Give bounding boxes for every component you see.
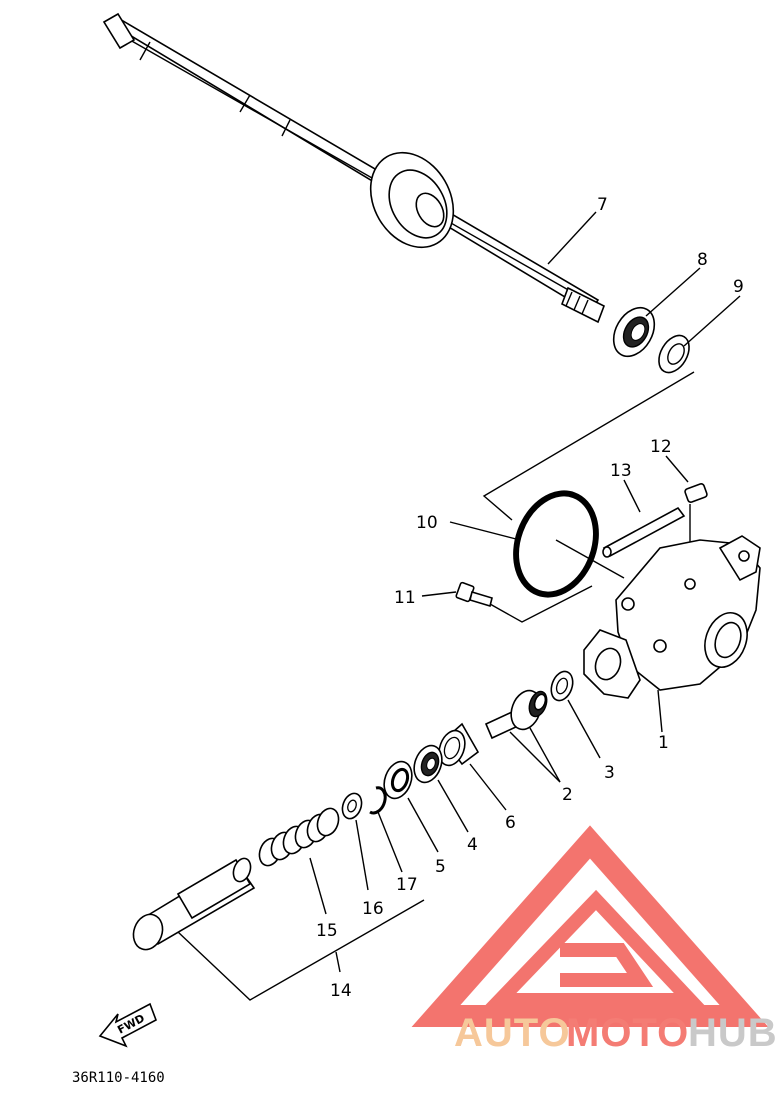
part-6-bushing	[438, 722, 507, 811]
part-5-oil-seal	[383, 760, 439, 853]
label-15: 15	[316, 921, 338, 941]
watermark-moto: MOTO	[566, 1011, 689, 1055]
label-1: 1	[658, 733, 669, 753]
part-11-bolt	[455, 581, 593, 623]
watermark-hub: HUB	[688, 1011, 778, 1055]
part-15-spring	[258, 807, 340, 915]
part-8-bearing	[612, 306, 656, 358]
watermark-text: AUTO MOTO HUB	[454, 1011, 778, 1055]
label-10: 10	[416, 513, 438, 533]
part-17-circlip	[369, 786, 403, 873]
leader-group-9-10	[482, 371, 695, 521]
label-13: 13	[610, 461, 632, 481]
part-7-shaft	[102, 12, 606, 324]
label-16: 16	[362, 899, 384, 919]
part-13-pin	[602, 506, 686, 558]
part-14-shaft	[132, 857, 256, 951]
leader-7	[547, 211, 597, 265]
part-16-washer-small	[341, 792, 369, 891]
leader-8	[645, 267, 701, 317]
watermark-auto: AUTO	[454, 1011, 571, 1055]
label-5: 5	[435, 857, 446, 877]
leader-12	[665, 455, 689, 483]
label-7: 7	[597, 195, 608, 215]
label-8: 8	[697, 250, 708, 270]
leader-9	[683, 295, 741, 347]
label-3: 3	[604, 763, 615, 783]
label-2: 2	[562, 785, 573, 805]
part-3-washer	[550, 670, 601, 759]
label-17: 17	[396, 875, 418, 895]
leader-group-14	[177, 899, 425, 1001]
label-14: 14	[330, 981, 352, 1001]
part-10-o-ring	[513, 490, 625, 598]
part-1-housing	[615, 535, 761, 733]
leader-10	[449, 521, 521, 541]
housing-flange	[583, 629, 641, 699]
part-4-bearing	[413, 744, 469, 833]
drawing-code: 36R110-4160	[72, 1070, 165, 1086]
fwd-arrow-icon: FWD	[98, 1002, 157, 1048]
label-12: 12	[650, 437, 672, 457]
label-4: 4	[467, 835, 478, 855]
part-2-drive-gear	[484, 689, 561, 783]
label-9: 9	[733, 277, 744, 297]
label-11: 11	[394, 588, 416, 608]
leader-14	[335, 951, 341, 973]
leader-13	[623, 479, 641, 513]
label-6: 6	[505, 813, 516, 833]
leader-11	[421, 591, 457, 597]
part-9-seal	[658, 334, 690, 374]
watermark-logo-icon	[411, 825, 769, 1027]
